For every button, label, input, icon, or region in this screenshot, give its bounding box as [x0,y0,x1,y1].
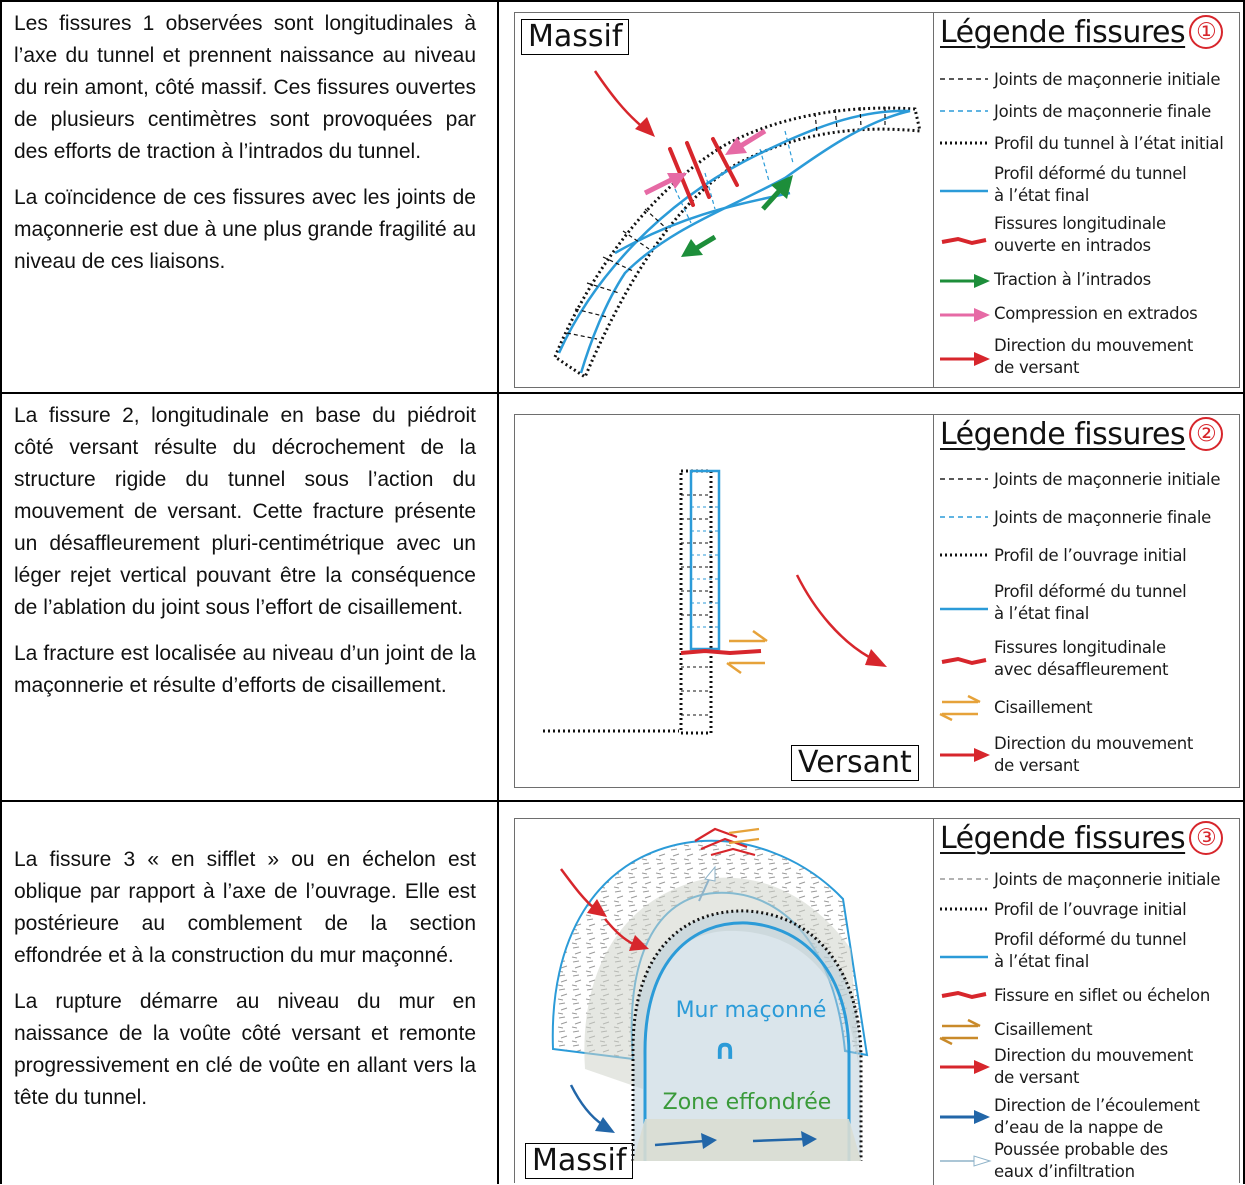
legend-3-label: Joints de maçonnerie initiale [994,870,1221,889]
massif-label-1: Massif [521,19,630,55]
row3-text: La fissure 3 « en sifflet » ou en échelo… [14,844,476,1128]
legend-1-label: Fissures longitudinale ouverte en intrad… [994,214,1166,255]
row3-paragraph-2: La rupture démarre au niveau du mur en n… [14,990,476,1109]
pink-arrow-icon [940,308,990,322]
legend-3-label: Profil déformé du tunnel à l’état final [994,930,1187,971]
red-arrow-icon [940,352,990,366]
arch-symbol: ∩ [714,1033,737,1066]
legend-2-label: Profil de l’ouvrage initial [994,546,1187,565]
zone-effondree-label: Zone effondrée [663,1090,832,1115]
legend-1-label: Joints de maçonnerie finale [994,102,1211,121]
figure-1-diagram [553,70,922,380]
column-divider [497,0,499,1184]
red-crack-icon [941,656,987,666]
legend-2-label: Joints de maçonnerie finale [994,508,1211,527]
massif-label-3: Massif [525,1143,634,1179]
figure-3-panel: Massif [514,818,1240,1185]
dotted-line-icon [940,141,988,145]
legend-2-label: Cisaillement [994,698,1093,717]
legend-3-title-text: Légende fissures [940,821,1186,856]
row2-paragraph-2: La fracture est localisée au niveau d’un… [14,642,476,697]
row3-paragraph-1: La fissure 3 « en sifflet » ou en échelo… [14,848,476,967]
legend-1-label: Profil déformé du tunnel à l’état final [994,164,1187,205]
white-arrow-icon [940,1155,992,1167]
shear-arrows-icon [939,1018,981,1046]
row1-paragraph-1: Les fissures 1 observées sont longitudin… [14,12,476,163]
dashed-line-icon [940,78,988,80]
legend-2-label: Direction du mouvement de versant [994,734,1194,775]
figure-1-panel: Massif [514,12,1240,388]
dashed-line-icon [940,478,988,480]
grey-dashed-line-icon [940,878,988,880]
red-arrow-icon [940,748,990,762]
row-divider-2 [0,800,1245,802]
row1-text: Les fissures 1 observées sont longitudin… [14,8,476,292]
legend-1-label: Direction du mouvement de versant [994,336,1194,377]
legend-1-number: ① [1189,15,1224,49]
figure-2-diagram [543,469,887,735]
legend-3-number: ③ [1189,821,1224,855]
legend-1-label: Profil du tunnel à l’état initial [994,134,1224,153]
blue-dashed-line-icon [940,516,988,518]
legend-2-title-text: Légende fissures [940,417,1186,452]
legend-1-label: Traction à l’intrados [994,270,1151,289]
row-divider-1 [0,392,1245,394]
versant-label: Versant [791,745,919,781]
red-crack-icon [941,990,987,1000]
legend-3-label: Profil de l’ouvrage initial [994,900,1187,919]
legend-3-label: Poussée probable des eaux d’infiltration [994,1140,1168,1181]
table-border-left [0,0,2,1184]
table-border-top [0,0,1245,2]
blue-line-icon [940,607,988,611]
legend-1-label: Compression en extrados [994,304,1198,323]
blue-line-icon [940,189,988,193]
legend-2-label: Fissures longitudinale avec désaffleurem… [994,638,1169,679]
table-border-right [1243,0,1245,1184]
red-crack-icon [941,236,987,246]
legend-3-label: Cisaillement [994,1020,1093,1039]
legend-3-label: Direction du mouvement de versant [994,1046,1194,1087]
row2-text: La fissure 2, longitudinale en base du p… [14,400,476,716]
blue-dashed-line-icon [940,110,988,112]
blue-arrow-icon [940,1110,990,1124]
legend-3-label: Fissure en siflet ou échelon [994,986,1211,1005]
row2-paragraph-1: La fissure 2, longitudinale en base du p… [14,404,476,619]
legend-2-label: Joints de maçonnerie initiale [994,470,1221,489]
dotted-line-icon [940,553,988,557]
figure-2-panel: Versant [514,414,1240,788]
blue-line-icon [940,955,988,959]
legend-2-label: Profil déformé du tunnel à l’état final [994,582,1187,623]
mur-maconne-label: Mur maçonné [676,998,827,1023]
legend-1-title-text: Légende fissures [940,15,1186,50]
legend-1-label: Joints de maçonnerie initiale [994,70,1221,89]
red-arrow-icon [940,1060,990,1074]
legend-2-number: ② [1189,417,1224,451]
row1-paragraph-2: La coïncidence de ces fissures avec les … [14,186,476,273]
dotted-line-icon [940,907,988,911]
legend-3-label: Direction de l’écoulement d’eau de la na… [994,1096,1200,1137]
green-arrow-icon [940,274,990,288]
figure-3-diagram: Mur maçonné ∩ Zone effondrée [551,827,869,1161]
shear-arrows-icon [939,694,981,722]
